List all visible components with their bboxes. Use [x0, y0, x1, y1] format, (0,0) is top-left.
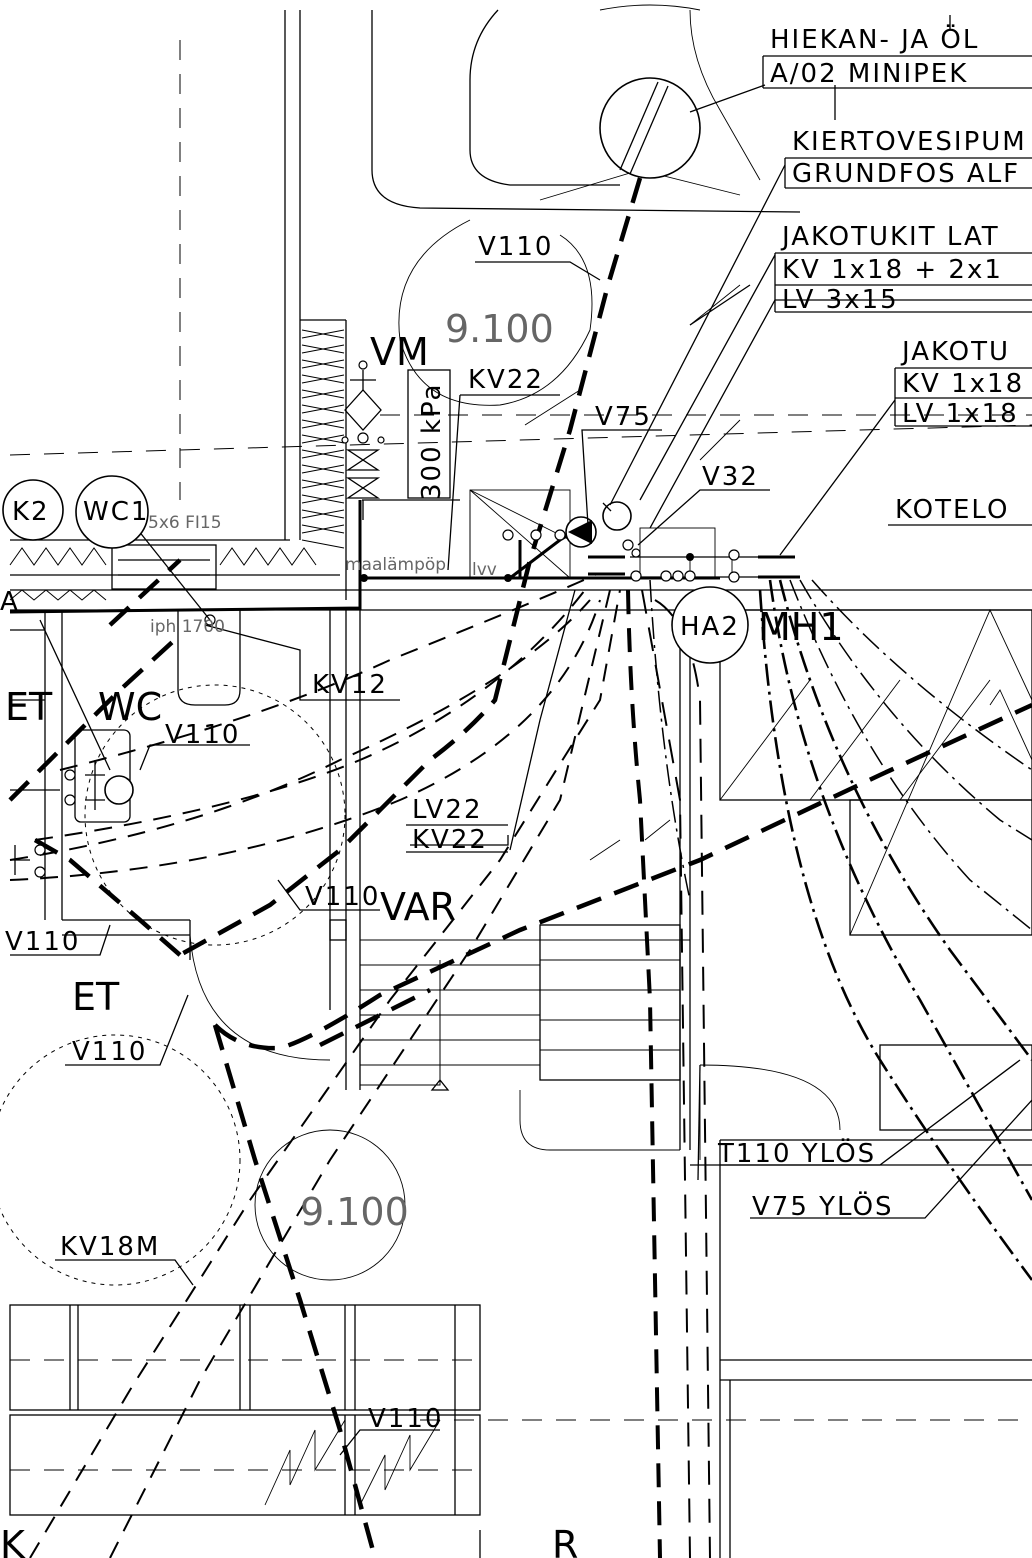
- label-kierto-sub: GRUNDFOS ALF: [792, 159, 1020, 189]
- label-fi15: 5x6 FI15: [148, 513, 222, 533]
- label-lvv: lvv: [472, 560, 497, 580]
- label-lv22: LV22: [412, 795, 483, 825]
- label-k2: K2: [12, 497, 50, 527]
- label-a-left: A: [0, 587, 20, 617]
- v110-main-pipe: [178, 177, 643, 957]
- thin-diagonal-2: [29, 589, 621, 1558]
- architecture-lines: [0, 4, 1032, 1558]
- label-kv18m: KV18M: [60, 1232, 160, 1262]
- door-swing: [189, 934, 331, 1061]
- vertical-pipe-a: [626, 589, 662, 1558]
- v110-south-pipe: [212, 1024, 378, 1558]
- label-level-low: 9.100: [300, 1190, 409, 1234]
- label-v110-low: V110: [72, 1037, 147, 1067]
- label-jakotukit-title: JAKOTUKIT LAT: [780, 222, 1000, 252]
- label-hiekan-sub: A/02 MINIPEK: [770, 59, 968, 89]
- v110-east-pipe: [213, 702, 1032, 1051]
- v110-diagonal-pipe: [8, 558, 182, 802]
- label-wc: WC: [98, 685, 162, 729]
- label-r: R: [552, 1523, 578, 1558]
- tag-ha2-circle: [671, 586, 749, 664]
- junction-nodes: [34, 529, 740, 878]
- label-v110-bottom: V110: [368, 1404, 443, 1434]
- circulation-pump-symbol: [565, 501, 632, 548]
- label-pressure: 300 kPa: [417, 383, 447, 500]
- label-wc1: WC1: [83, 497, 149, 527]
- label-kv22-mid: KV22: [412, 825, 488, 855]
- valve-stack-vm: [341, 360, 385, 520]
- label-jakotu2-kv: KV 1x18: [902, 369, 1024, 399]
- wall-insulation-hatch: [301, 329, 345, 549]
- room-circle-et: [0, 1034, 241, 1286]
- label-maalampo: maalämpöp: [345, 555, 446, 575]
- label-kv12: KV12: [312, 670, 388, 700]
- label-kierto-title: KIERTOVESIPUM: [792, 127, 1027, 157]
- room-circle-wc: [84, 684, 346, 946]
- label-jakotu2-lv: LV 1x18: [902, 399, 1019, 429]
- label-jakotukit-lv: LV 3x15: [782, 285, 899, 315]
- label-vm: VM: [370, 330, 429, 374]
- label-v110-mid: V110: [165, 720, 240, 750]
- label-level-top: 9.100: [445, 307, 554, 351]
- label-et-top: ET: [5, 685, 53, 729]
- label-var: VAR: [380, 885, 456, 929]
- stairs: [360, 610, 691, 1151]
- text-labels: HIEKAN- JA ÖL A/02 MINIPEK KIERTOVESIPUM…: [0, 23, 1032, 1558]
- label-hiekan-title: HIEKAN- JA ÖL: [770, 23, 979, 55]
- symbols: [10, 77, 740, 878]
- label-v110-left: V110: [5, 927, 80, 957]
- wc-fixture-symbol: [10, 760, 134, 875]
- label-jakotukit-kv: KV 1x18 + 2x1: [782, 255, 1003, 285]
- label-v75: V75: [595, 402, 652, 432]
- label-k: K: [0, 1523, 26, 1558]
- dashdot-pipe-1: [768, 579, 1032, 1201]
- label-mh1: MH1: [758, 605, 844, 649]
- label-v110-top: V110: [478, 232, 553, 262]
- thin-diagonal-1: [109, 589, 611, 1558]
- level-circle-top: [398, 219, 593, 406]
- label-kotelo: KOTELO: [895, 495, 1009, 525]
- zigzag-insulation: [9, 547, 317, 601]
- pipes: [8, 177, 1032, 1558]
- sand-oil-separator-symbol: [599, 77, 701, 179]
- label-v110-var: V110: [305, 882, 380, 912]
- label-v75-ylos: V75 YLÖS: [752, 1190, 894, 1222]
- label-v32: V32: [702, 462, 759, 492]
- label-et: ET: [72, 975, 120, 1019]
- wc-bowl: [177, 610, 241, 706]
- level-circle-low: [254, 1129, 406, 1281]
- label-t110: T110 YLÖS: [717, 1137, 876, 1169]
- leader-lines: [10, 15, 1032, 1456]
- label-kv22-top: KV22: [468, 365, 544, 395]
- tag-k2-circle: [2, 479, 64, 541]
- tag-wc1-circle: [75, 475, 149, 549]
- label-iph: iph 1700: [150, 617, 225, 637]
- label-jakotu2-title: JAKOTU: [900, 337, 1010, 367]
- label-ha2: HA2: [680, 612, 740, 642]
